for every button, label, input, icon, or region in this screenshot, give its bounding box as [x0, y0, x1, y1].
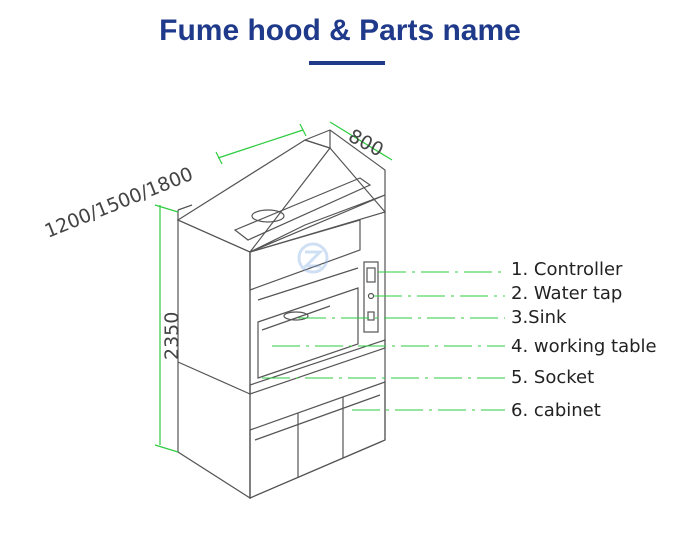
title-underline	[309, 61, 385, 65]
leader-lines	[262, 271, 505, 411]
sash-header	[249, 219, 361, 291]
sash-window	[257, 287, 359, 379]
part-label-water-tap: 2. Water tap	[511, 283, 622, 304]
part-label-socket: 5. Socket	[511, 367, 594, 388]
exhaust-port	[251, 209, 285, 223]
hood-top-back	[303, 129, 386, 214]
depth-dimension-line	[329, 121, 393, 161]
part-label-sink: 3.Sink	[511, 307, 567, 328]
controller-display	[366, 267, 376, 283]
company-logo-icon	[297, 242, 329, 274]
height-dimension: 2350	[161, 312, 183, 360]
control-panel	[363, 261, 379, 333]
hood-top-baffle	[233, 177, 372, 241]
dimension-lines	[154, 121, 393, 453]
hood-left-side	[177, 219, 251, 500]
socket-outlet	[367, 311, 375, 321]
part-label-working-table: 4. working table	[511, 336, 657, 357]
page-title: Fume hood & Parts name	[159, 14, 521, 47]
part-label-controller: 1. Controller	[511, 259, 623, 280]
width-dimension-line	[217, 129, 304, 159]
working-table-edge	[249, 339, 386, 395]
fume-hood-drawing	[176, 129, 386, 500]
sink-outline	[283, 311, 309, 321]
base-side-seam	[177, 361, 251, 395]
water-tap-knob	[367, 292, 375, 300]
width-dimension: 1200/1500/1800	[42, 163, 197, 243]
part-label-cabinet: 6. cabinet	[511, 400, 601, 421]
base-cabinet	[249, 381, 386, 499]
